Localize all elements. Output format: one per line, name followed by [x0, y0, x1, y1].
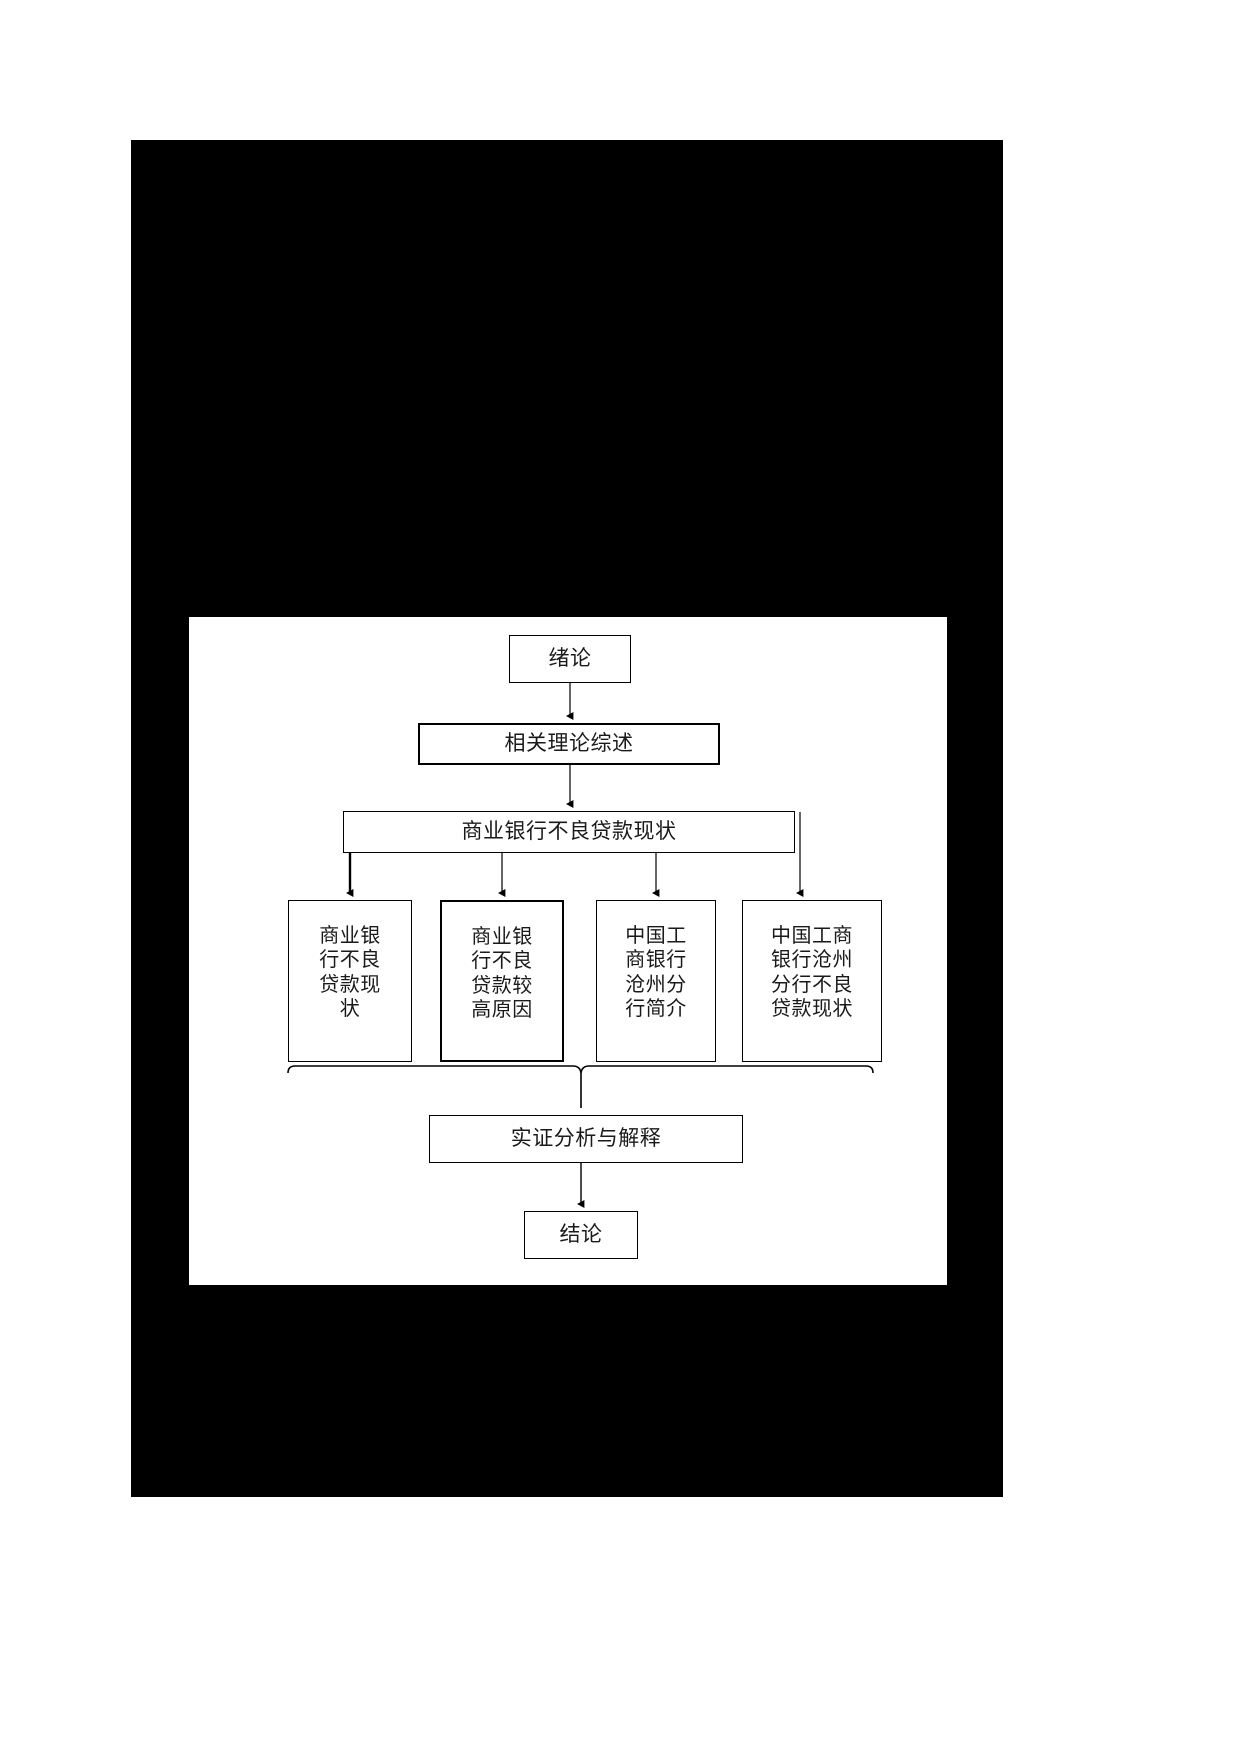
node-npl-status[interactable]: 商业银行不良贷款现状	[343, 811, 795, 853]
branch-4-line-2: 银行沧州	[771, 947, 853, 972]
branch-1-line-4: 状	[339, 996, 361, 1021]
branch-4-line-3: 分行不良	[771, 971, 853, 996]
branch-1-line-1: 商业银	[319, 923, 381, 947]
branch-1-line-2: 行不良	[319, 947, 381, 972]
node-conclusion[interactable]: 结论	[524, 1211, 638, 1259]
branch-4-line-1: 中国工商	[771, 923, 853, 947]
branch-2-line-4: 高原因	[471, 997, 533, 1022]
branch-3-line-4: 行简介	[625, 996, 687, 1021]
node-empirical-analysis[interactable]: 实证分析与解释	[429, 1115, 743, 1163]
node-branch-1[interactable]: 商业银 行不良 贷款现 状	[288, 900, 412, 1062]
branch-3-line-3: 沧州分	[625, 971, 687, 996]
branch-4-line-4: 贷款现状	[771, 996, 853, 1021]
branch-3-line-2: 商银行	[625, 947, 687, 972]
branch-2-line-1: 商业银	[471, 924, 533, 948]
node-introduction[interactable]: 绪论	[509, 635, 631, 683]
branch-1-line-3: 贷款现	[319, 971, 381, 996]
branch-3-line-1: 中国工	[625, 923, 687, 947]
branch-2-line-2: 行不良	[471, 948, 533, 973]
branch-2-line-3: 贷款较	[471, 972, 533, 997]
node-branch-3[interactable]: 中国工 商银行 沧州分 行简介	[596, 900, 716, 1062]
node-theory-review[interactable]: 相关理论综述	[418, 723, 720, 765]
node-branch-2[interactable]: 商业银 行不良 贷款较 高原因	[440, 900, 564, 1062]
node-branch-4[interactable]: 中国工商 银行沧州 分行不良 贷款现状	[742, 900, 882, 1062]
